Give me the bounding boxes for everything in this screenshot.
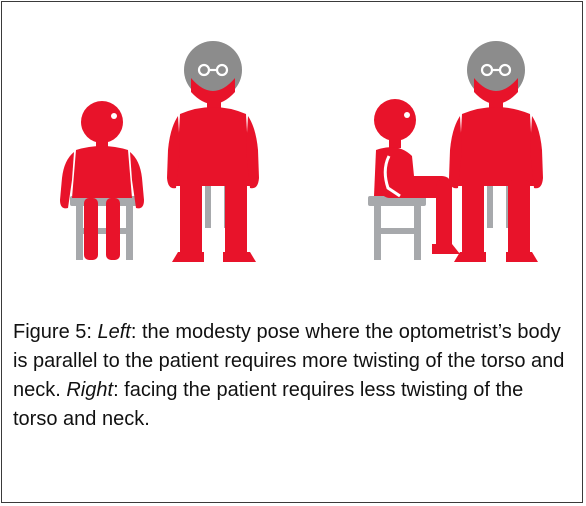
optometrist-figure [449, 41, 543, 262]
optometrist-figure [167, 41, 259, 262]
right-scene [368, 41, 543, 262]
figure-illustration [0, 0, 586, 310]
stool-icon [70, 196, 138, 260]
caption-left-keyword: Left [97, 321, 130, 343]
caption-label: Figure 5: [13, 321, 97, 343]
caption-right-keyword: Right [66, 379, 113, 401]
figure-caption: Figure 5: Left: the modesty pose where t… [13, 318, 573, 434]
stool-icon [368, 196, 426, 260]
left-scene [60, 41, 259, 262]
